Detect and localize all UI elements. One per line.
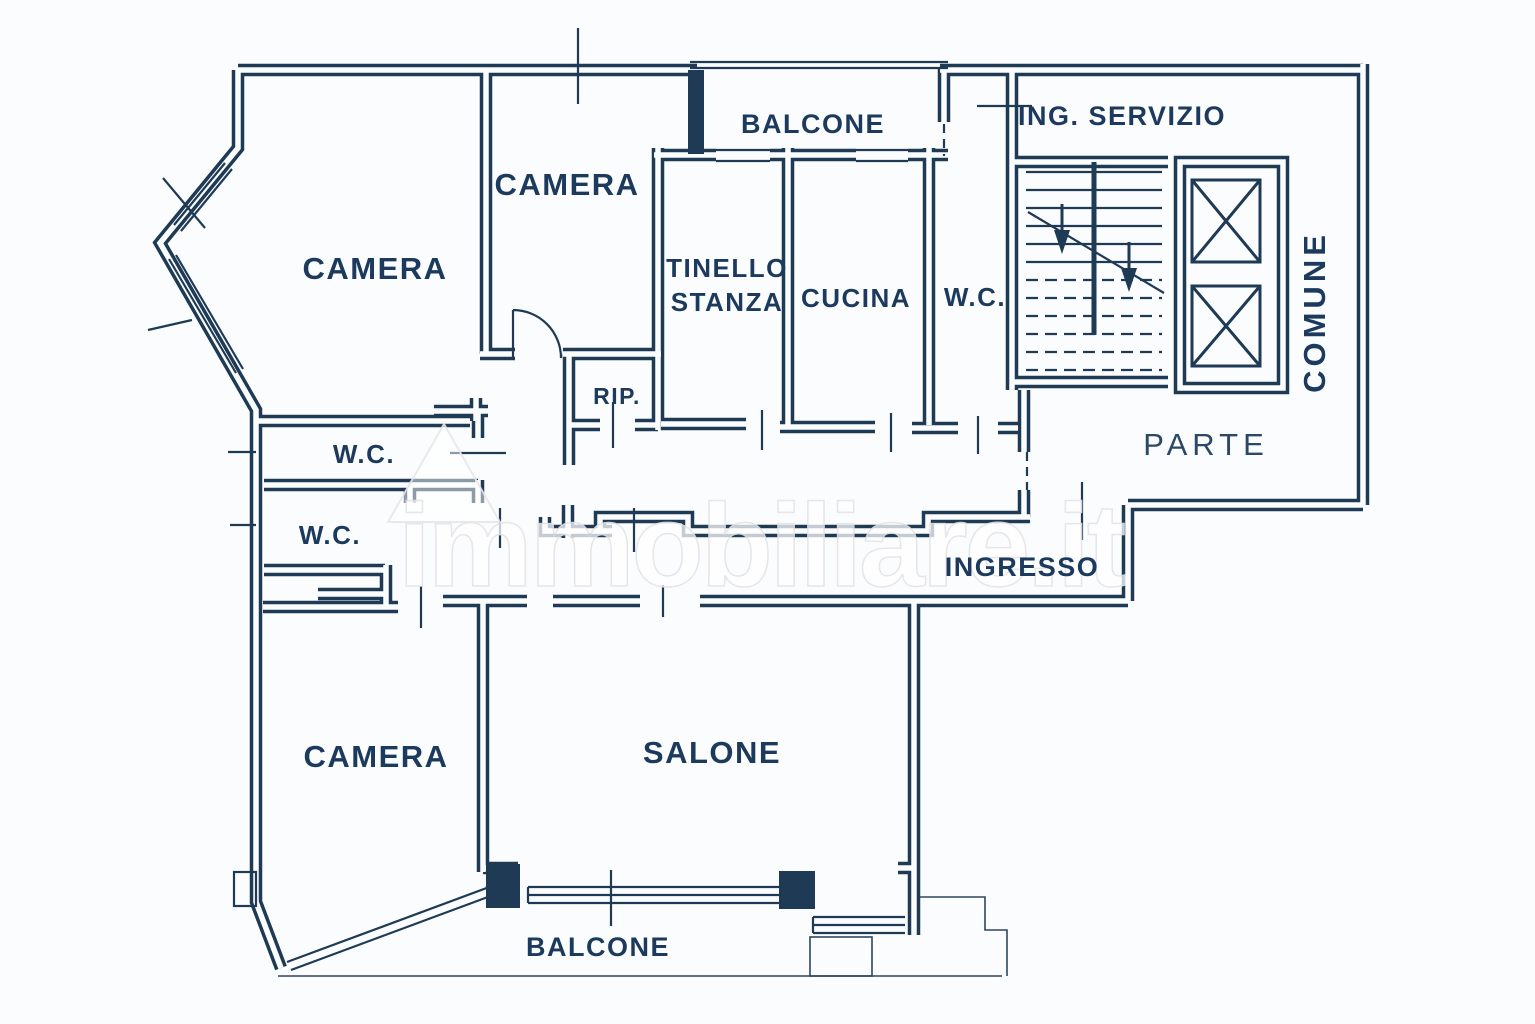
room-label-tinello-line2: STANZA <box>671 287 784 317</box>
label-ing-servizio: ING. SERVIZIO <box>1018 101 1226 131</box>
balcony-bottom <box>278 870 1008 977</box>
camera-door-arc <box>511 308 563 359</box>
bay-windows <box>168 162 244 374</box>
corridor-door-marks <box>419 508 665 628</box>
elevators <box>1190 178 1262 368</box>
room-label-camera-bottom-left: CAMERA <box>303 739 448 774</box>
staircase <box>1026 162 1165 372</box>
elevator-2 <box>1190 284 1262 368</box>
stair-direction-line <box>1027 211 1165 294</box>
room-label-tinello-line1: TINELLO <box>666 253 788 283</box>
watermark-text: immobiliare.it <box>398 480 1125 612</box>
room-labels: CAMERA CAMERA TINELLO STANZA CUCINA W.C.… <box>299 167 1100 774</box>
railing-lower <box>811 915 905 935</box>
bay-window-ticks <box>147 177 206 332</box>
stair-arrow-shafts <box>1060 204 1131 270</box>
room-door-marks <box>760 410 980 454</box>
room-label-ingresso: INGRESSO <box>945 552 1100 582</box>
chamfer-windows <box>286 884 497 972</box>
label-balcone-bottom: BALCONE <box>526 932 670 962</box>
watermark: immobiliare.it <box>386 421 1129 613</box>
camera-bl-window-notch <box>232 870 258 908</box>
room-label-cucina: CUCINA <box>801 283 911 313</box>
detail-lines <box>147 28 1084 908</box>
room-label-salone: SALONE <box>643 735 781 770</box>
wall-pillars <box>485 70 815 909</box>
stair-arrow-1 <box>1054 230 1070 254</box>
room-label-rip: RIP. <box>593 383 641 409</box>
railing-upper <box>526 885 783 905</box>
left-wall-windows <box>228 450 256 527</box>
room-label-wc-upper: W.C. <box>333 439 395 469</box>
balcony-top-edge <box>690 60 948 70</box>
label-balcone-top: BALCONE <box>741 109 885 139</box>
watermark-house-icon <box>386 421 502 523</box>
room-label-camera-top-middle: CAMERA <box>494 167 639 202</box>
stair-arrow-2 <box>1121 268 1137 292</box>
room-label-wc-lower: W.C. <box>299 520 361 550</box>
neighbor-outline <box>920 896 1008 976</box>
balcony-pier <box>809 936 873 977</box>
room-label-wc-service: W.C. <box>944 282 1006 312</box>
balcony-top-windows <box>716 148 908 163</box>
exterior-labels: BALCONE ING. SERVIZIO BALCONE PARTE COMU… <box>526 101 1332 962</box>
room-label-camera-top-left: CAMERA <box>302 251 447 286</box>
label-comune: COMUNE <box>1297 231 1332 393</box>
label-parte: PARTE <box>1143 427 1269 462</box>
elevator-1 <box>1190 178 1262 264</box>
